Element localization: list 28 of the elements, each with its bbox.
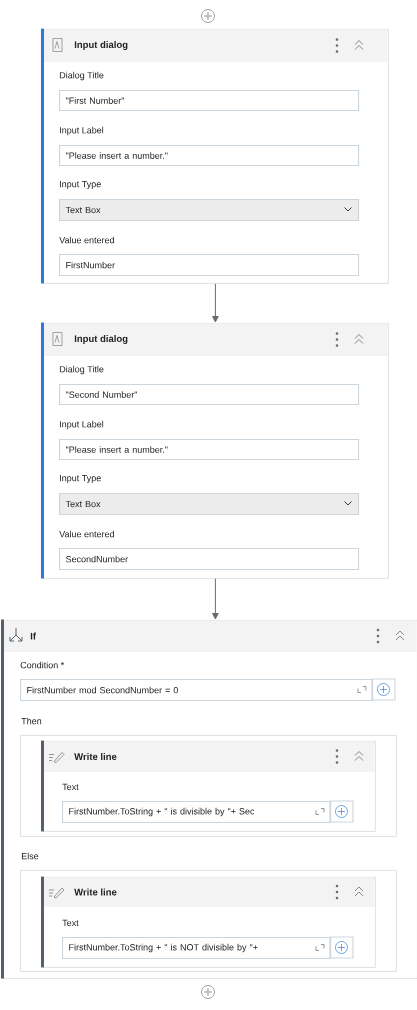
input-field: "Please insert a number.": [59, 145, 360, 167]
branch-box: [20, 870, 397, 972]
input-field: FirstNumber mod SecondNumber = 0: [20, 679, 374, 702]
input-field: "First Number": [59, 90, 360, 112]
field-label: Input Type: [60, 181, 101, 190]
field-label: Text: [62, 783, 79, 791]
arrow: [212, 578, 219, 620]
arrow: [212, 283, 219, 323]
field-label: Dialog Title: [59, 71, 104, 81]
field-label: Dialog Title: [59, 365, 104, 375]
input-field: FirstNumber.ToString + " is divisible by "+ Sec: [62, 801, 332, 824]
input-field: FirstNumber: [59, 254, 360, 277]
field-label: Value entered: [59, 530, 114, 538]
branch-box: [20, 735, 397, 837]
input-field: "Second Number": [59, 384, 360, 406]
field-label: Input Type: [60, 475, 101, 484]
branch-label: Then: [21, 717, 42, 725]
input-field: SecondNumber: [59, 548, 360, 571]
field-label: Value entered: [59, 236, 114, 244]
branch-label: Else: [21, 852, 39, 860]
input-field: "Please insert a number.": [59, 439, 360, 461]
dropdown-field: Text Box: [59, 199, 360, 222]
input-field: FirstNumber.ToString + " is NOT divisible by "+: [62, 937, 332, 960]
field-label: Text: [62, 919, 79, 927]
field-label: Input Label: [60, 126, 104, 136]
field-label: Condition *: [20, 661, 65, 669]
dropdown-field: Text Box: [59, 493, 360, 516]
field-label: Input Label: [60, 420, 104, 430]
